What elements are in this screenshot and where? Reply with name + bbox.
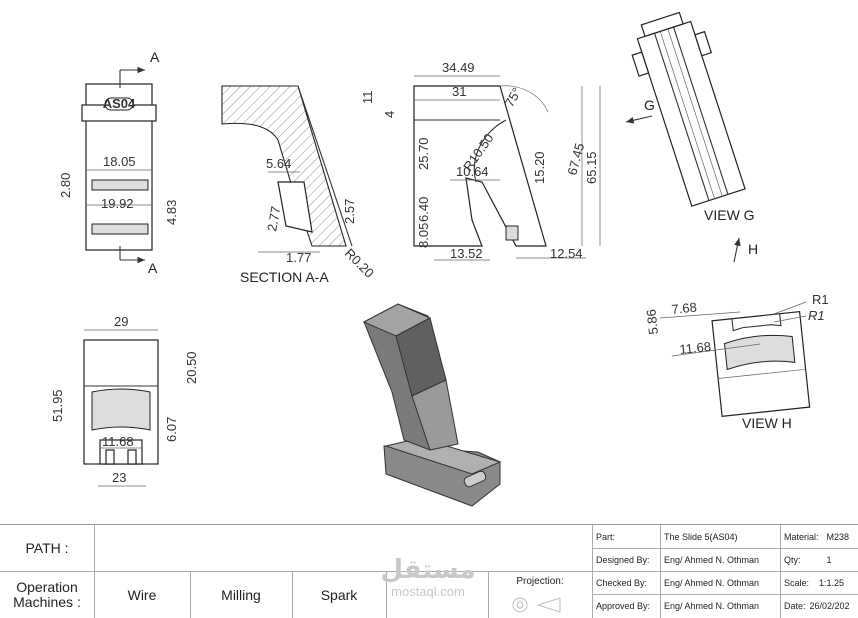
checked-label: Checked By: [596, 577, 648, 588]
designed-value: Eng/ Ahmed N. Othman [664, 554, 760, 565]
section-label: SECTION A-A [240, 269, 329, 285]
date-label: Date: [784, 601, 806, 611]
title-block: PATH : Operation Machines : Wire Milling… [0, 524, 858, 618]
scale: Scale: 1:1.25 [780, 571, 858, 594]
material-value: M238 [826, 531, 850, 542]
material-label: Material: [784, 531, 819, 542]
dim-23: 23 [112, 470, 126, 485]
dim-19-92: 19.92 [101, 196, 134, 211]
part-value: The Slide 5(AS04) [664, 531, 738, 542]
dim-11-68-bottom: 11.68 [102, 434, 134, 449]
dim-11: 11 [360, 91, 375, 105]
part-tag: AS04 [103, 96, 136, 111]
dim-8-05: 8.05 [416, 223, 431, 248]
operation-machines-label: Operation Machines : [13, 578, 81, 610]
machine-wire: Wire [127, 586, 157, 603]
isometric-view [362, 303, 502, 507]
dim-29: 29 [114, 314, 128, 329]
dim-5-64: 5.64 [266, 156, 291, 171]
dim-7-68: 7.68 [671, 299, 698, 317]
dim-10-64: 10.64 [456, 164, 489, 179]
date: Date: 26/02/202 [780, 594, 858, 618]
scale-label: Scale: [784, 577, 810, 588]
section-a-a-view: 5.64 2.77 2.57 1.77 R0.20 SECTION A-A [221, 85, 377, 285]
scale-value: 1:1.25 [819, 577, 845, 588]
dim-12-54: 12.54 [550, 246, 583, 261]
dim-6-40: 6.40 [416, 197, 431, 222]
dim-r0-20: R0.20 [342, 246, 377, 281]
part-label: Part: [596, 531, 616, 542]
dim-2-57: 2.57 [342, 199, 357, 224]
section-marker-top: A [150, 49, 160, 65]
dim-2-80: 2.80 [58, 173, 73, 198]
view-h: 7.68 5.86 R1 R1 11.68 VIEW H [643, 292, 828, 431]
bottom-view: 29 20.50 51.95 6.07 11.68 23 [50, 314, 199, 487]
dim-15-20: 15.20 [532, 151, 547, 184]
dim-4: 4 [382, 111, 397, 118]
arrow-g-label: G [644, 97, 655, 113]
designed-label: Designed By: [596, 554, 650, 565]
approved-label: Approved By: [596, 601, 651, 611]
watermark: مستقل mostaql.com [373, 555, 483, 605]
qty-label: Qty: [784, 554, 801, 565]
dim-r1-b: R1 [808, 308, 825, 323]
dim-18-05: 18.05 [103, 154, 136, 169]
dim-4-83: 4.83 [164, 200, 179, 225]
dim-1-77: 1.77 [286, 250, 311, 265]
dim-34-49: 34.49 [442, 60, 475, 75]
watermark-arabic: مستقل [380, 555, 476, 585]
path-label: PATH : [25, 540, 69, 556]
projection-symbol-icon [512, 597, 561, 613]
view-g: G VIEW G H [625, 11, 758, 263]
view-h-label: VIEW H [742, 415, 792, 431]
qty: Qty: 1 [780, 548, 858, 571]
dim-31: 31 [452, 84, 466, 99]
machine-spark: Spark [320, 586, 358, 603]
approved-value: Eng/ Ahmed N. Othman [664, 601, 760, 611]
projection-label: Projection: [516, 575, 564, 587]
dim-20-50: 20.50 [184, 351, 199, 384]
section-marker-bottom: A [148, 260, 158, 276]
front-view: AS04 A A 18.05 2.80 19.92 4.83 [58, 49, 179, 276]
arrow-h-label: H [748, 241, 758, 257]
view-g-label: VIEW G [704, 207, 755, 223]
checked-value: Eng/ Ahmed N. Othman [664, 577, 760, 588]
dim-5-86: 5.86 [643, 309, 661, 336]
machine-milling: Milling [221, 586, 261, 603]
dim-51-95: 51.95 [50, 389, 65, 422]
qty-value: 1 [826, 554, 832, 565]
dim-2-77: 2.77 [264, 205, 283, 233]
side-view: 34.49 31 11 4 75° R10.50 25.70 10.64 15.… [360, 60, 601, 261]
watermark-latin: mostaql.com [391, 584, 465, 599]
dim-13-52: 13.52 [450, 246, 483, 261]
dim-6-07: 6.07 [164, 417, 179, 442]
dim-11-68-view-h: 11.68 [679, 339, 712, 357]
dim-25-70: 25.70 [416, 137, 431, 170]
dim-r1-a: R1 [812, 292, 829, 307]
date-value: 26/02/202 [809, 601, 850, 611]
dim-65-15: 65.15 [584, 151, 599, 184]
material: Material: M238 [780, 525, 858, 548]
